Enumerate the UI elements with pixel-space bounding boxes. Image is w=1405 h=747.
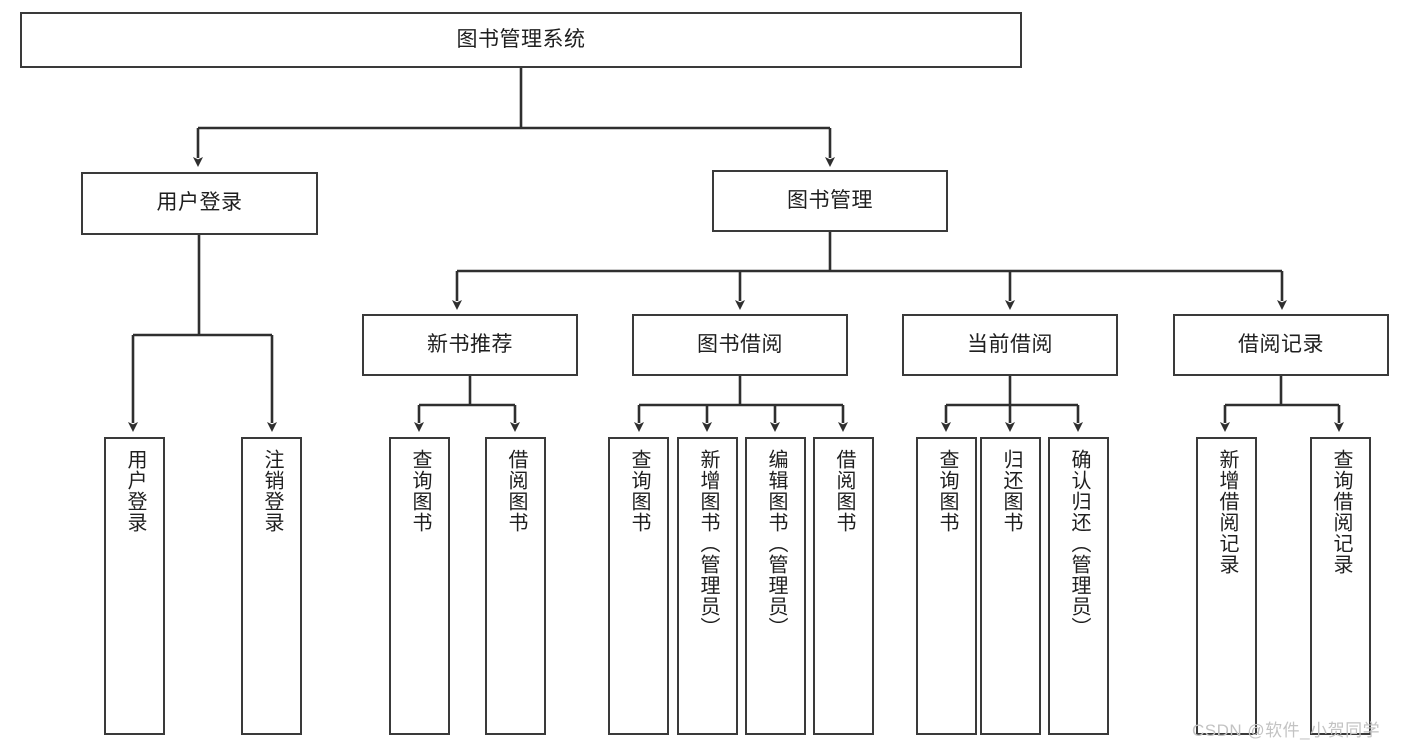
node-book-management[interactable]: 图书管理	[712, 170, 948, 232]
node-label: 用户登录	[124, 449, 146, 533]
leaf-current-confirm-return[interactable]: 确认归还（管理员）	[1048, 437, 1109, 735]
leaf-recommend-borrow-book[interactable]: 借阅图书	[485, 437, 546, 735]
node-label: 归还图书	[1000, 449, 1022, 533]
leaf-current-return-book[interactable]: 归还图书	[980, 437, 1041, 735]
node-label: 查询图书	[628, 449, 650, 533]
node-label: 查询图书	[936, 449, 958, 533]
node-label: 当前借阅	[967, 332, 1053, 356]
node-current-borrow[interactable]: 当前借阅	[902, 314, 1118, 376]
node-borrow-record[interactable]: 借阅记录	[1173, 314, 1389, 376]
leaf-borrow-borrow-book[interactable]: 借阅图书	[813, 437, 874, 735]
leaf-borrow-edit-book[interactable]: 编辑图书（管理员）	[745, 437, 806, 735]
node-label: 用户登录	[156, 191, 243, 215]
node-label: 图书管理	[787, 188, 873, 212]
node-label: 借阅图书	[505, 449, 527, 533]
node-user-login[interactable]: 用户登录	[81, 172, 318, 235]
leaf-user-login-login[interactable]: 用户登录	[104, 437, 165, 735]
leaf-record-query-record[interactable]: 查询借阅记录	[1310, 437, 1371, 735]
node-label: 新增图书（管理员）	[697, 449, 719, 638]
node-label: 查询借阅记录	[1330, 449, 1352, 575]
leaf-record-add-record[interactable]: 新增借阅记录	[1196, 437, 1257, 735]
node-root-system[interactable]: 图书管理系统	[20, 12, 1022, 68]
node-label: 新书推荐	[427, 332, 513, 356]
node-label: 确认归还（管理员）	[1068, 449, 1090, 638]
leaf-current-query-book[interactable]: 查询图书	[916, 437, 977, 735]
node-label: 查询图书	[409, 449, 431, 533]
node-book-borrow[interactable]: 图书借阅	[632, 314, 848, 376]
node-label: 借阅记录	[1238, 332, 1324, 356]
node-label: 编辑图书（管理员）	[765, 449, 787, 638]
node-label: 注销登录	[261, 449, 283, 533]
node-new-book-recommend[interactable]: 新书推荐	[362, 314, 578, 376]
leaf-borrow-add-book[interactable]: 新增图书（管理员）	[677, 437, 738, 735]
node-label: 图书管理系统	[456, 27, 586, 51]
node-label: 图书借阅	[697, 332, 783, 356]
node-label: 新增借阅记录	[1216, 449, 1238, 575]
node-label: 借阅图书	[833, 449, 855, 533]
leaf-user-login-logout[interactable]: 注销登录	[241, 437, 302, 735]
csdn-watermark: CSDN @软件_小贺同学	[1192, 721, 1381, 740]
leaf-borrow-query-book[interactable]: 查询图书	[608, 437, 669, 735]
leaf-recommend-query-book[interactable]: 查询图书	[389, 437, 450, 735]
